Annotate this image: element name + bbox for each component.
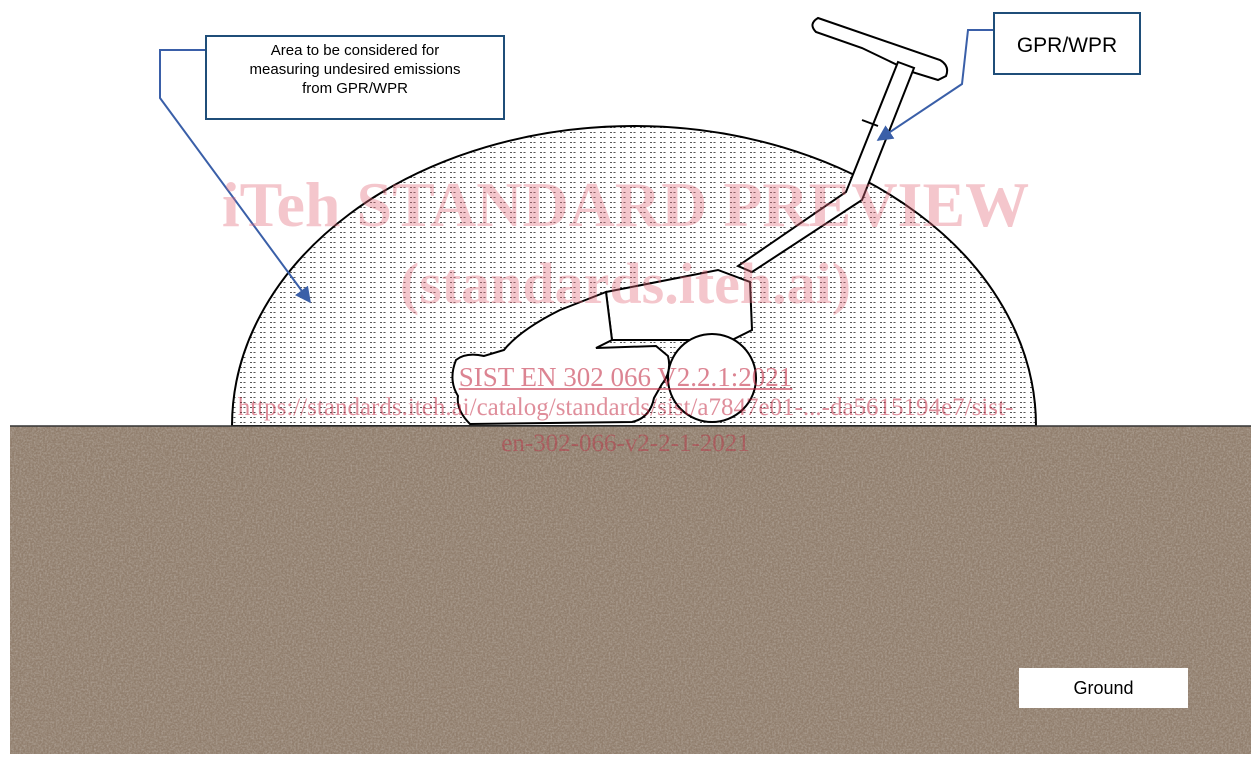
area-callout-line-1: Area to be considered for [270, 42, 440, 59]
ground-label: Ground [1019, 668, 1188, 708]
area-callout-box: Area to be considered for measuring unde… [205, 35, 505, 120]
watermark-url: https://standards.iteh.ai/catalog/standa… [237, 394, 1014, 421]
gpr-wpr-device [451, 16, 949, 426]
watermark-standard-link[interactable]: SIST EN 302 066 V2.2.1:2021 [458, 362, 793, 392]
area-callout-line-3: from GPR/WPR [302, 80, 408, 97]
watermark-url-tail: en-302-066-v2-2-1-2021 [501, 430, 750, 457]
watermark-title: iTeh STANDARD PREVIEW [221, 169, 1030, 240]
watermark-subtitle: (standards.iteh.ai) [399, 251, 852, 316]
device-pointer-arrow [876, 29, 993, 141]
device-callout-box: GPR/WPR [993, 12, 1141, 75]
area-pointer-arrow [159, 49, 311, 304]
area-callout-line-2: measuring undesired emissions [249, 61, 461, 78]
device-callout-label: GPR/WPR [1016, 34, 1118, 57]
